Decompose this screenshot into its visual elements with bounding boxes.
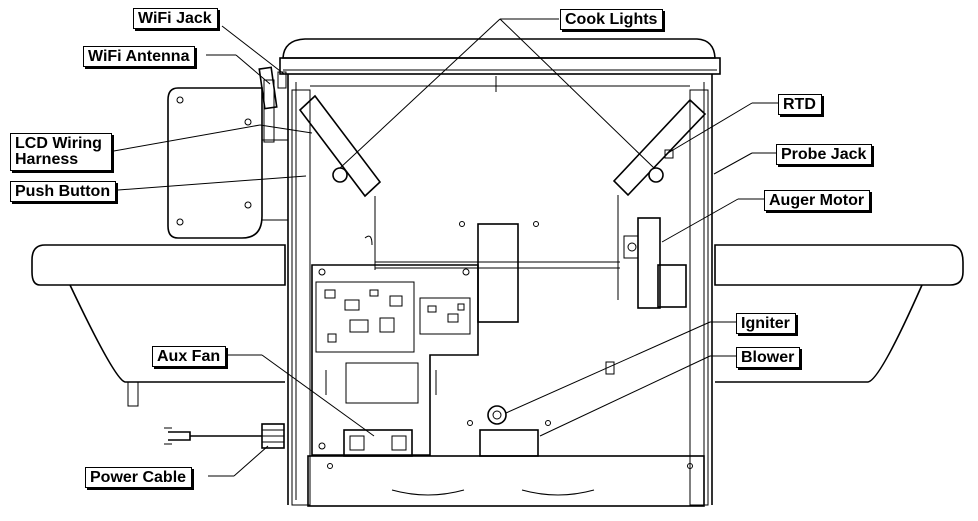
lower-cabinet xyxy=(307,455,705,507)
left-cook-light xyxy=(298,94,382,270)
center-shaft xyxy=(375,221,620,323)
grill-lid xyxy=(279,38,721,92)
firepot-area xyxy=(467,361,615,457)
aux-fan-drawing xyxy=(343,429,413,457)
leader-lines xyxy=(107,18,778,477)
left-side-shelf xyxy=(31,244,286,407)
label-aux-fan: Aux Fan xyxy=(152,346,227,367)
label-probe-jack: Probe Jack xyxy=(776,144,873,165)
label-blower: Blower xyxy=(736,347,801,368)
label-power-cable: Power Cable xyxy=(85,467,193,488)
label-igniter: Igniter xyxy=(736,313,796,334)
lcd-panel xyxy=(167,79,289,239)
grill-body xyxy=(287,74,713,506)
control-board xyxy=(311,264,479,456)
power-cable-drawing xyxy=(164,423,285,449)
auger-motor-drawing xyxy=(623,217,687,309)
label-cook-lights: Cook Lights xyxy=(560,9,664,30)
label-push-button: Push Button xyxy=(10,181,117,202)
label-wifi-antenna: WiFi Antenna xyxy=(83,46,196,67)
label-wifi-jack: WiFi Jack xyxy=(133,8,218,29)
label-lcd-wiring-harness: LCD Wiring Harness xyxy=(10,133,112,171)
label-rtd: RTD xyxy=(778,94,822,115)
label-auger-motor: Auger Motor xyxy=(764,190,871,211)
right-side-shelf xyxy=(714,244,964,383)
